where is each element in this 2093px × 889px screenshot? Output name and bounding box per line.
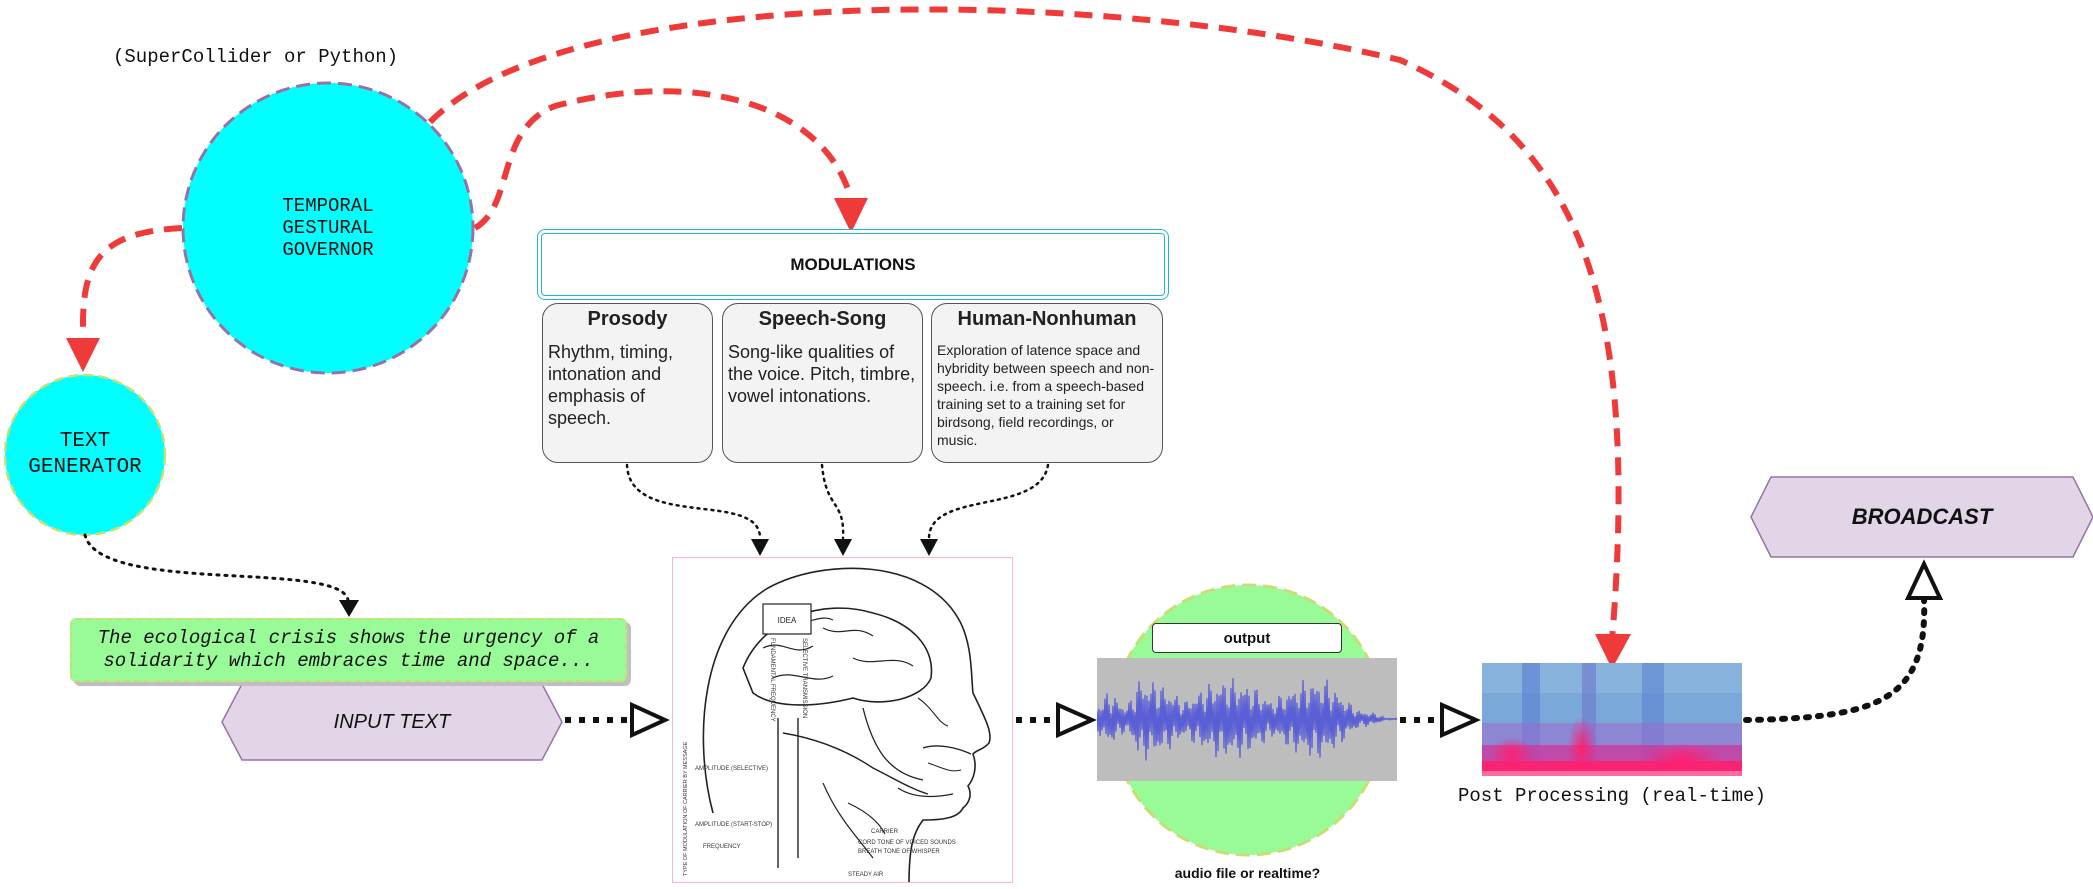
arrowhead-post-processing [1595,634,1631,669]
arrowhead-speech-song [834,539,852,556]
arrowhead-post-processing-input [1440,701,1481,739]
head-label-fundamental: FUNDAMENTAL FREQUENCY [769,638,775,722]
modulations-header[interactable]: MODULATIONS [541,233,1165,296]
prosody-connector [625,463,762,540]
human-nonhuman-description: Exploration of latence space and hybridi… [937,342,1155,448]
speech-song-connector [820,463,845,540]
governor-label: TEMPORAL GESTURAL GOVERNOR [282,195,374,261]
prosody-description: Rhythm, timing, intonation and emphasis … [548,342,674,428]
head-label-idea: IDEA [778,616,797,625]
text-generator-label: TEXT GENERATOR [28,430,142,479]
arrowhead-modulations [834,198,868,233]
spectrogram-image [1482,663,1742,776]
head-label-modulation: TYPE OF MODULATION OF CARRIER BY MESSAGE [683,741,689,876]
input-text-label: INPUT TEXT [333,710,451,733]
governor-to-post-processing-arrow [427,6,1622,641]
arrowhead-text-generator [66,338,100,372]
arrowhead-input-sentence [339,600,359,617]
speech-song-card[interactable]: Speech-Song Song-like qualities of the v… [722,303,923,463]
head-label-frequency: FREQUENCY [703,844,741,850]
governor-to-modulations-arrow [473,88,853,231]
human-nonhuman-connector [927,463,1050,540]
head-label-amplitude-start-stop: AMPLITUDE (START-STOP) [695,822,772,828]
head-label-cord-tone: CORD TONE OF VOICED SOUNDS [858,840,956,846]
post-processing-caption: Post Processing (real-time) [1458,785,1766,807]
speech-song-title: Speech-Song [758,308,887,330]
broadcast-label: BROADCAST [1851,504,1993,529]
human-nonhuman-title: Human-Nonhuman [957,308,1137,330]
text-generator-to-input-connector [83,533,350,602]
prosody-title: Prosody [587,308,668,330]
vocal-tract-illustration: IDEA FUNDAMENTAL FREQUENCY SELECTIVE TRA… [672,557,1013,883]
temporal-gestural-governor-circle [181,81,475,375]
output-caption: audio file or realtime? [1174,865,1321,881]
governor-to-text-generator-arrow [79,225,183,331]
audio-waveform [1096,658,1398,781]
output-button[interactable]: output [1152,623,1342,653]
head-drawing: IDEA FUNDAMENTAL FREQUENCY SELECTIVE TRA… [683,567,991,882]
head-label-carrier: CARRIER [871,829,899,835]
waveform-trace [1096,678,1398,761]
arrowhead-human-nonhuman [920,539,938,556]
broadcast-hexagon[interactable] [1750,476,2093,558]
arrowhead-output [1056,701,1097,739]
arrowhead-head [630,701,670,739]
head-label-breath-tone: BREATH TONE OF WHISPER [858,849,940,855]
post-processing-to-broadcast-connector [1743,595,1928,723]
head-label-amplitude-selective: AMPLITUDE (SELECTIVE) [695,766,768,772]
input-sentence[interactable]: The ecological crisis shows the urgency … [70,618,627,682]
head-label-selective: SELECTIVE TRANSMISSION [801,638,807,718]
speech-song-description: Song-like qualities of the voice. Pitch,… [728,342,916,406]
prosody-card[interactable]: Prosody Rhythm, timing, intonation and e… [542,303,713,463]
platform-caption: (SuperCollider or Python) [113,46,399,68]
arrowhead-broadcast [1904,559,1944,600]
input-text-hexagon[interactable] [221,683,563,761]
arrowhead-prosody [751,539,769,556]
human-nonhuman-card[interactable]: Human-Nonhuman Exploration of latence sp… [931,303,1163,463]
head-label-steady-air: STEADY AIR [848,872,884,878]
